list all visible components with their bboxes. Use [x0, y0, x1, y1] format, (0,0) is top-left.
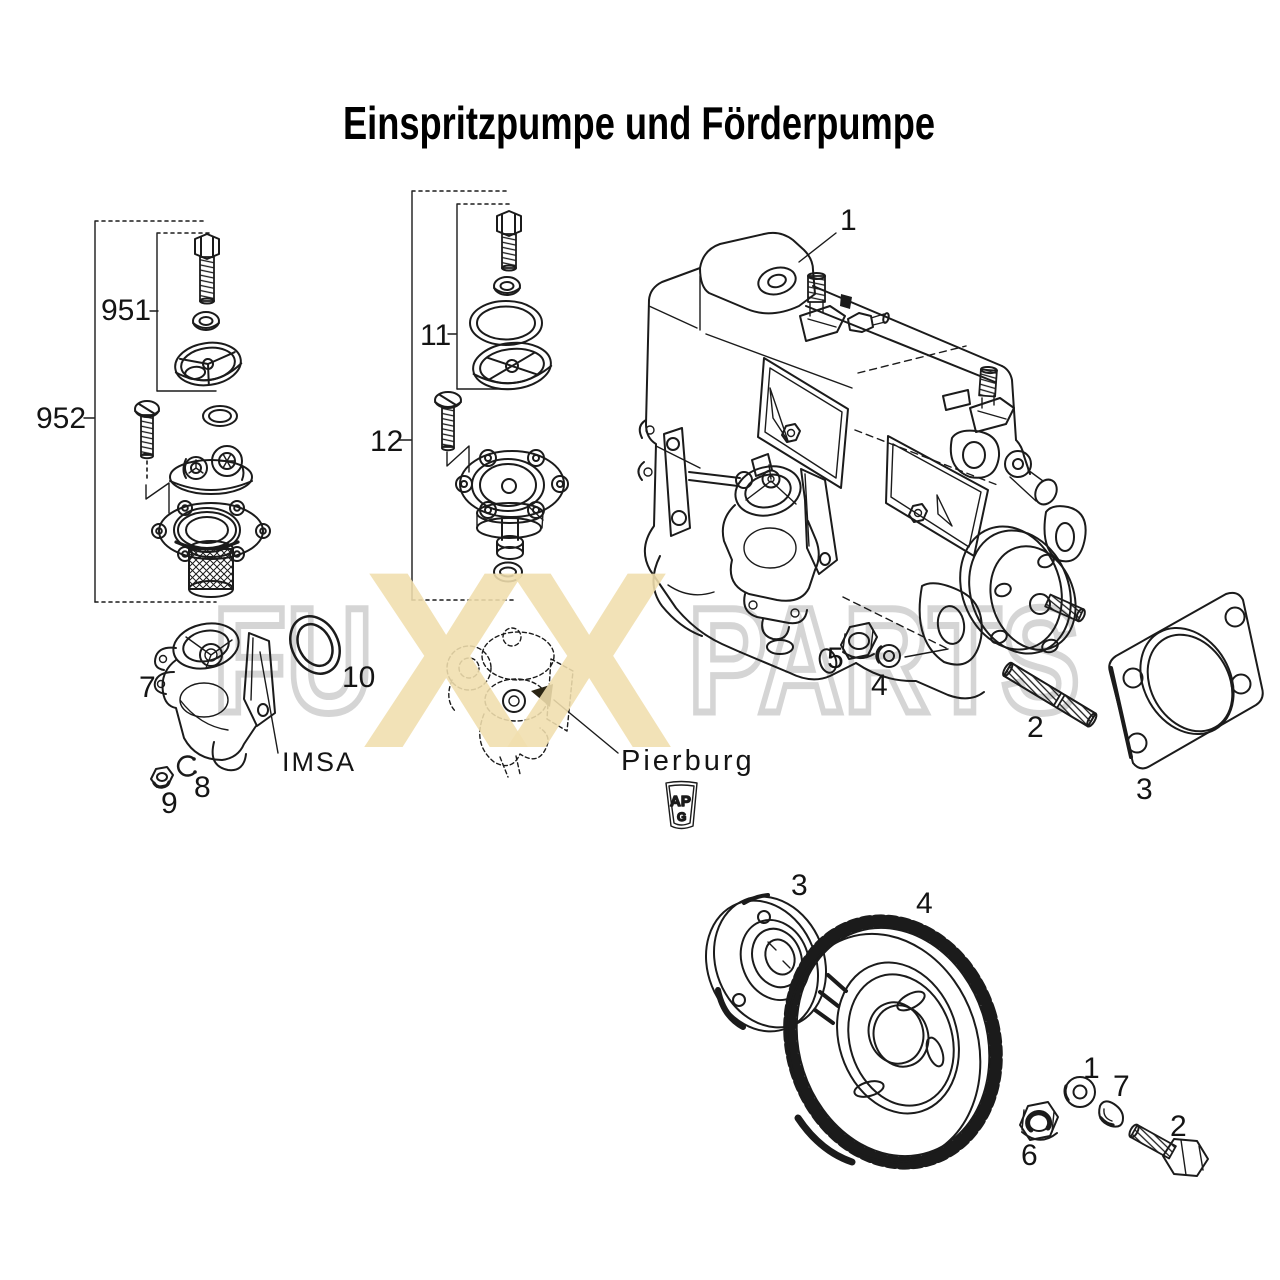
callout-stud-2: 2 [1027, 711, 1044, 744]
callout-hub-3: 3 [791, 869, 808, 902]
diaphragm-assembly-icon [455, 449, 569, 560]
injection-pump-drawing [637, 231, 1087, 700]
woodruff-key-icon [1098, 1100, 1124, 1128]
callout-labels: 951 952 11 12 1 5 4 2 3 7 10 8 9 3 4 1 7… [36, 204, 1187, 1172]
valve-body-icon [188, 540, 234, 598]
stud-icon [1002, 661, 1098, 728]
imsa-pump-drawing [153, 622, 276, 772]
callout-key-7: 7 [1113, 1070, 1130, 1103]
watermark-left-text: FU [213, 576, 373, 744]
callout-11: 11 [420, 319, 451, 352]
kit-952-parts [134, 400, 271, 598]
page-title: Einspritzpumpe und Förderpumpe [343, 97, 935, 149]
callout-951: 951 [101, 294, 151, 327]
watermark-xx: X X [362, 520, 673, 801]
callout-nut-9: 9 [161, 787, 178, 820]
brand-imsa: IMSA [282, 747, 356, 777]
nut-icon [493, 276, 521, 296]
seal-ring-icon [202, 405, 238, 427]
pump-washer-icon [875, 644, 901, 668]
valve-wheel-icon [174, 341, 243, 387]
kit-12-parts [434, 391, 569, 583]
timing-gear-icon [783, 914, 1003, 1170]
callout-12: 12 [370, 425, 403, 458]
callout-gasket-3: 3 [1136, 773, 1153, 806]
kit-951-952-brackets [83, 220, 217, 603]
callout-imsa-7: 7 [139, 671, 156, 704]
pump-cover-icon [169, 445, 253, 495]
seal-ring-10-icon [289, 615, 341, 675]
callout-pump-1: 1 [840, 204, 857, 237]
o-ring-icon [469, 300, 543, 346]
kit-11-parts [469, 210, 553, 391]
valve-wheel-icon [472, 341, 553, 391]
snap-ring-icon [176, 755, 197, 777]
leader-arrowhead [531, 684, 553, 707]
nut-icon [192, 311, 220, 331]
callout-washer-4: 4 [871, 669, 888, 702]
apg-logo-bottom-text: G [677, 810, 686, 824]
hub-flange-icon [704, 893, 828, 1033]
imsa-nut-icon [150, 766, 174, 789]
gear-nut-icon [1019, 1101, 1059, 1141]
imsa-leader-line [259, 651, 279, 754]
slotted-screw-icon [434, 391, 470, 473]
gear-bolt-icon [1128, 1123, 1209, 1177]
callout-nut-6: 6 [1021, 1139, 1038, 1172]
watermark-x1-text: X [362, 520, 530, 801]
callout-washer-1: 1 [1083, 1052, 1100, 1085]
apg-logo-top-text: AP [670, 793, 691, 810]
gasket-icon [1108, 591, 1264, 770]
brand-pierburg: Pierburg [621, 745, 755, 777]
pump-nut-icon [840, 622, 878, 660]
watermark-x2-text: X [505, 520, 673, 801]
small-ring-icon [493, 561, 523, 583]
kit-951-parts [174, 233, 243, 387]
hex-bolt-icon [194, 233, 220, 305]
callout-ring-10: 10 [342, 661, 375, 694]
watermark-right-text: PARTS [688, 576, 1080, 744]
callout-gear-4: 4 [916, 887, 933, 920]
apg-logo: AP G [665, 780, 698, 830]
slotted-screw-icon [134, 400, 170, 514]
callout-clip-8: 8 [194, 771, 211, 804]
callout-bolt-2: 2 [1170, 1110, 1187, 1143]
gear-washer-icon [1063, 1076, 1096, 1108]
callout-952: 952 [36, 402, 86, 435]
pierburg-pump-details [502, 684, 619, 754]
hex-bolt-icon [496, 210, 522, 272]
callout-nut-5: 5 [827, 642, 844, 675]
